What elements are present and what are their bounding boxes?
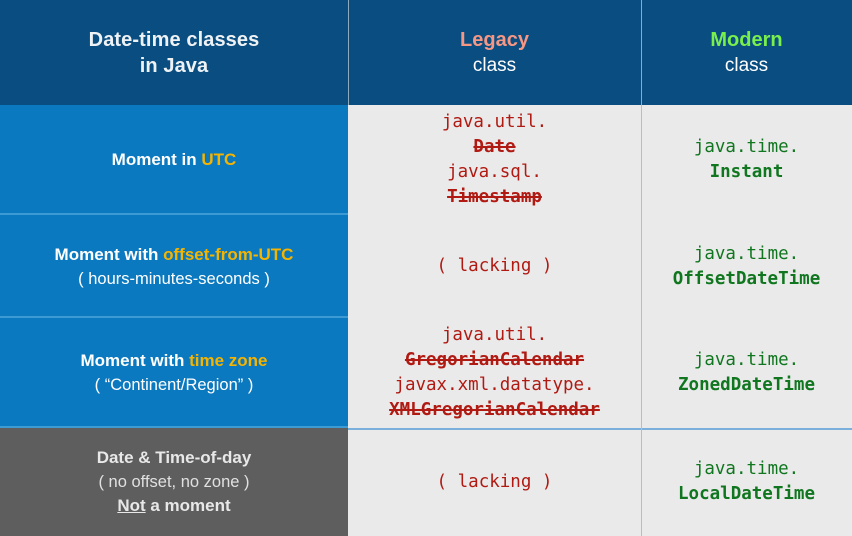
row-label-highlight: UTC — [201, 150, 237, 169]
code-line: GregorianCalendar — [404, 350, 585, 370]
code-line: Date — [473, 137, 516, 157]
row-label-note: Not a moment — [117, 494, 230, 518]
modern-cell-moment-with-offset: java.time. OffsetDateTime — [641, 215, 852, 318]
row-label-subtext: ( hours-minutes-seconds ) — [78, 269, 270, 288]
row-label-date-and-time-of-day: Date & Time-of-day ( no offset, no zone … — [0, 428, 348, 536]
legacy-cell-moment-with-time-zone: java.util. GregorianCalendar javax.xml.d… — [348, 318, 641, 428]
header-cell-topic: Date-time classes in Java — [0, 0, 348, 105]
code-line: java.sql. — [447, 162, 542, 182]
code-line: Instant — [709, 162, 784, 182]
row-label-note-emphasis: Not — [117, 496, 146, 515]
row-label-highlight: time zone — [189, 351, 268, 370]
row-label-subtext: ( no offset, no zone ) — [98, 473, 250, 491]
code-line: XMLGregorianCalendar — [389, 400, 600, 420]
code-line: OffsetDateTime — [672, 268, 821, 289]
row-label-prefix: Moment with — [80, 351, 190, 370]
code-line: ( lacking ) — [436, 256, 553, 276]
row-label-highlight: offset-from-UTC — [163, 244, 294, 264]
code-line: java.util. — [441, 325, 548, 345]
code-line: java.util. — [441, 112, 548, 132]
header-cell-legacy: Legacy class — [348, 0, 641, 105]
code-line: javax.xml.datatype. — [394, 375, 595, 395]
code-line: ZonedDateTime — [678, 375, 815, 395]
row-label-moment-in-utc: Moment in UTC — [0, 105, 348, 215]
legacy-cell-moment-with-offset: ( lacking ) — [348, 215, 641, 318]
header-title-line2: in Java — [139, 54, 209, 77]
row-label-moment-with-offset: Moment with offset-from-UTC ( hours-minu… — [0, 215, 348, 318]
code-line: LocalDateTime — [678, 484, 815, 504]
code-line: ( lacking ) — [436, 471, 553, 492]
legacy-cell-date-and-time-of-day: ( lacking ) — [348, 428, 641, 536]
code-line: java.time. — [693, 243, 800, 264]
header-title-line1: Date-time classes — [88, 28, 260, 51]
row-label-moment-with-time-zone: Moment with time zone ( “Continent/Regio… — [0, 318, 348, 428]
header-modern-subtitle: class — [724, 54, 769, 76]
row-label-subtext: ( “Continent/Region” ) — [94, 376, 254, 394]
legacy-cell-moment-in-utc: java.util. Date java.sql. Timestamp — [348, 105, 641, 215]
code-line: Timestamp — [447, 187, 542, 207]
row-label-prefix: Moment with — [54, 244, 164, 264]
row-label-text: Date & Time-of-day — [96, 448, 252, 467]
modern-cell-date-and-time-of-day: java.time. LocalDateTime — [641, 428, 852, 536]
row-label-text: Moment with time zone — [80, 349, 267, 373]
header-modern-title: Modern — [710, 28, 783, 51]
code-line: java.time. — [693, 137, 800, 157]
row-label-text: Moment with offset-from-UTC — [55, 243, 294, 267]
row-label-text: Moment in UTC — [112, 148, 237, 172]
modern-cell-moment-in-utc: java.time. Instant — [641, 105, 852, 215]
row-label-note-rest: a moment — [145, 496, 231, 515]
code-line: java.time. — [693, 350, 800, 370]
header-cell-modern: Modern class — [641, 0, 852, 105]
code-line: java.time. — [693, 459, 800, 479]
header-legacy-subtitle: class — [472, 54, 517, 76]
modern-cell-moment-with-time-zone: java.time. ZonedDateTime — [641, 318, 852, 428]
header-legacy-title: Legacy — [460, 28, 529, 51]
row-label-prefix: Moment in — [111, 150, 202, 169]
